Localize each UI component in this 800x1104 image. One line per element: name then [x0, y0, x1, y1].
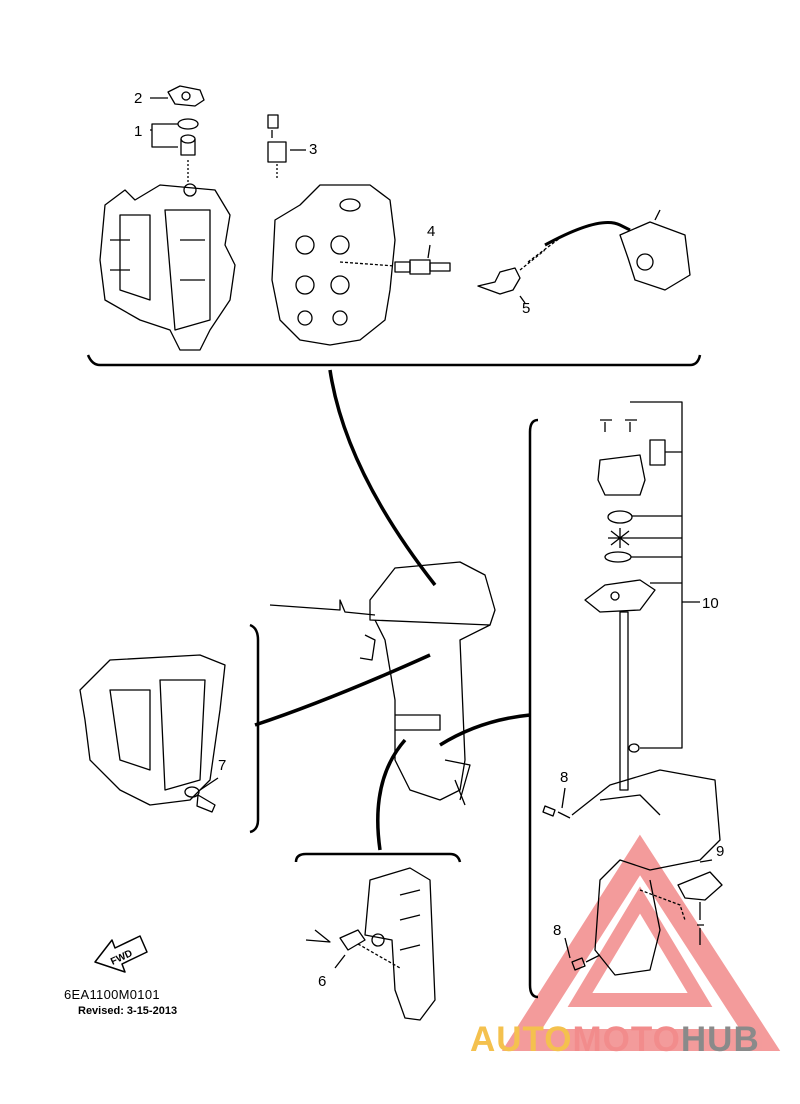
gasket-icon — [167, 85, 205, 107]
bottom-group-bracket — [294, 852, 462, 863]
connector-line-top — [328, 369, 437, 587]
upper-casing-icon — [79, 654, 226, 806]
lower-casing-icon — [571, 769, 721, 976]
watermark-part-hub: HUB — [680, 1020, 760, 1059]
outboard-motor-icon — [269, 561, 496, 806]
callout-3: 3 — [309, 141, 317, 158]
right-group-bracket — [528, 418, 539, 999]
callout-2: 2 — [134, 90, 142, 107]
cylinder-block-icon — [99, 183, 236, 351]
callout-5: 5 — [522, 300, 530, 317]
drive-shaft-icon — [619, 611, 640, 791]
diagram-code: 6EA1100M0101 — [64, 987, 160, 1002]
thermostat-icon — [177, 118, 199, 182]
watermark-text: AUTOMOTOHUB — [470, 1020, 760, 1060]
revised-date: Revised: 3-15-2013 — [78, 1005, 178, 1017]
sensor-sleeve-icon — [267, 114, 306, 180]
callout-9: 9 — [716, 843, 724, 860]
fuel-pump-icon — [619, 209, 691, 291]
left-group-bracket — [249, 623, 260, 834]
callout-7: 7 — [218, 757, 226, 774]
bolt-icon — [542, 805, 571, 819]
callout-4: 4 — [427, 223, 435, 240]
connector-line-right — [439, 713, 531, 747]
fuel-filter-icon — [477, 221, 631, 304]
callout-1: 1 — [134, 123, 142, 140]
bolt-icon — [571, 954, 601, 971]
anode-icon — [677, 871, 723, 945]
water-pump-kit-icon — [584, 419, 666, 613]
fwd-arrow-icon — [94, 935, 148, 973]
connector-line-bottom — [376, 738, 407, 851]
top-group-bracket — [86, 354, 702, 367]
watermark-part-auto: AUTO — [470, 1020, 573, 1059]
watermark-logo-icon — [501, 834, 781, 1051]
connector-line-left — [254, 653, 431, 727]
callout-8-upper: 8 — [560, 769, 568, 786]
grommet-icon — [305, 929, 401, 969]
clamp-bracket-icon — [364, 867, 436, 1021]
cylinder-head-icon — [271, 184, 396, 346]
callout-6: 6 — [318, 973, 326, 990]
spark-plug-icon — [339, 244, 451, 275]
watermark-part-moto: MOTO — [572, 1020, 681, 1059]
callout-10: 10 — [702, 595, 719, 612]
callout-8-lower: 8 — [553, 922, 561, 939]
drain-plug-icon — [184, 777, 219, 813]
